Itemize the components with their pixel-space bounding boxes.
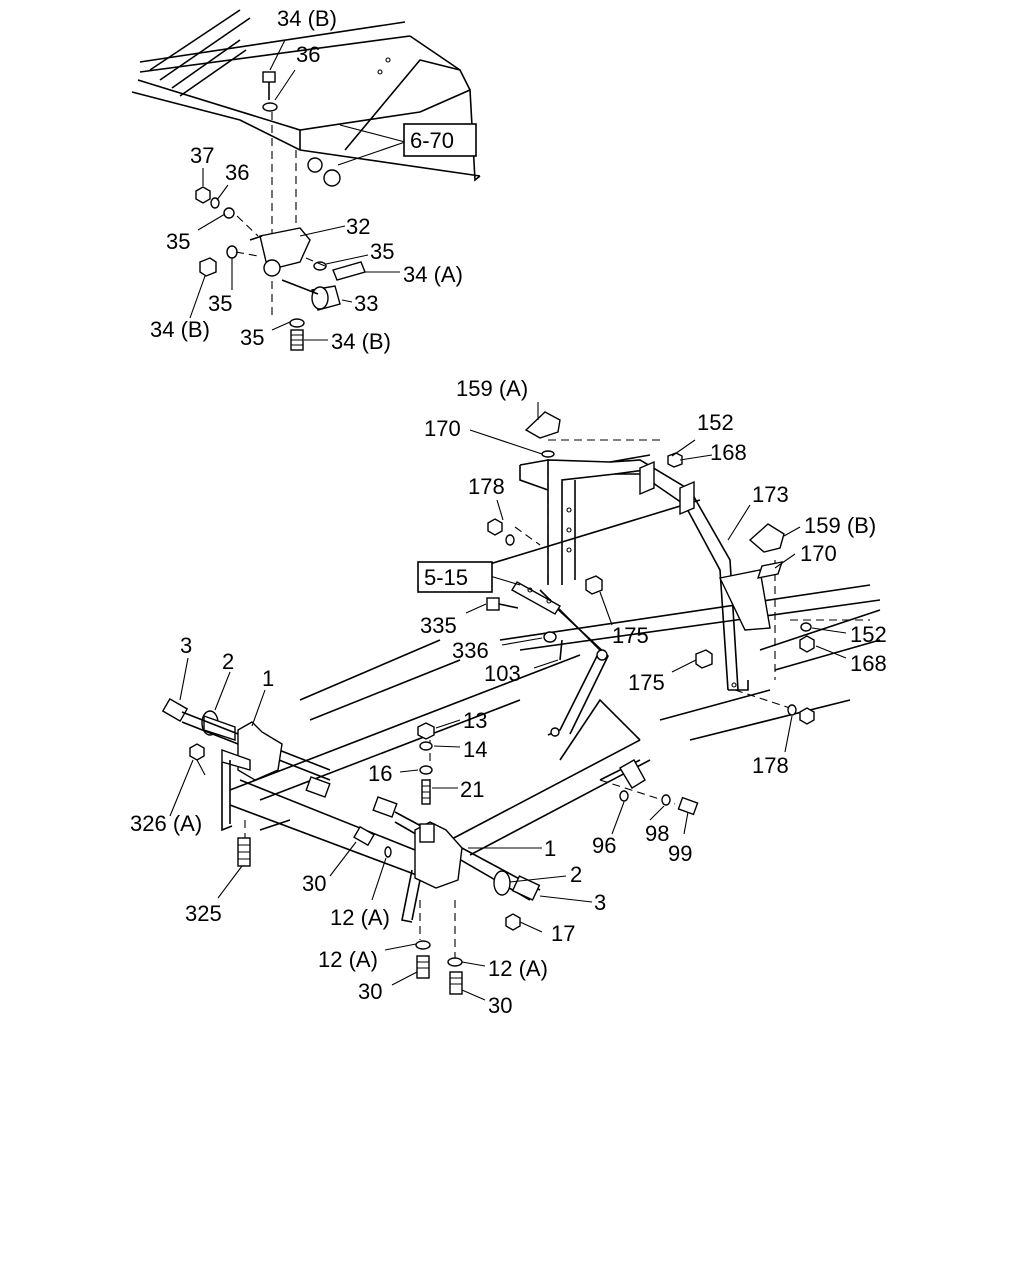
callout-label: 30 xyxy=(302,871,326,896)
callout-label: 12 (A) xyxy=(488,956,548,981)
callout-label: 159 (B) xyxy=(804,513,876,538)
callout-label: 173 xyxy=(752,482,789,507)
callout-label: 96 xyxy=(592,833,616,858)
callout-label: 336 xyxy=(452,638,489,663)
main-frame-assembly xyxy=(161,402,881,1001)
callout-label: 21 xyxy=(460,777,484,802)
ref-box-5-15: 5-15 xyxy=(417,561,493,593)
callout-label: 99 xyxy=(668,841,692,866)
callout-label: 152 xyxy=(697,410,734,435)
callout-label: 34 (A) xyxy=(403,262,463,287)
callout-label: 14 xyxy=(463,737,487,762)
callout-label: 12 (A) xyxy=(330,905,390,930)
callout-label: 178 xyxy=(468,474,505,499)
callout-label: 36 xyxy=(296,42,320,67)
callout-label: 16 xyxy=(368,761,392,786)
callout-label: 175 xyxy=(612,623,649,648)
callout-label: 98 xyxy=(645,821,669,846)
callout-label: 32 xyxy=(346,214,370,239)
callout-label: 35 xyxy=(240,325,264,350)
callout-labels: 34 (B) 36 37 36 35 32 35 34 (A) 35 33 34… xyxy=(130,6,887,1018)
callout-label: 35 xyxy=(166,229,190,254)
callout-label: 13 xyxy=(463,708,487,733)
callout-label: 335 xyxy=(420,613,457,638)
callout-label: 12 (A) xyxy=(318,947,378,972)
callout-label: 35 xyxy=(370,239,394,264)
callout-label: 152 xyxy=(850,622,887,647)
callout-label: 1 xyxy=(262,666,274,691)
callout-label: 168 xyxy=(710,440,747,465)
top-frame-assembly xyxy=(131,9,481,351)
callout-label: 30 xyxy=(358,979,382,1004)
callout-label: 170 xyxy=(800,541,837,566)
callout-label: 30 xyxy=(488,993,512,1018)
ref-box-6-70: 6-70 xyxy=(403,123,477,157)
callout-label: 3 xyxy=(594,890,606,915)
ref-label-5-15: 5-15 xyxy=(424,565,468,590)
callout-label: 1 xyxy=(544,836,556,861)
callout-label: 326 (A) xyxy=(130,811,202,836)
callout-label: 325 xyxy=(185,901,222,926)
callout-label: 103 xyxy=(484,661,521,686)
callout-label: 34 (B) xyxy=(150,317,210,342)
callout-label: 37 xyxy=(190,143,214,168)
callout-label: 17 xyxy=(551,921,575,946)
callout-label: 3 xyxy=(180,633,192,658)
callout-label: 168 xyxy=(850,651,887,676)
callout-label: 35 xyxy=(208,291,232,316)
callout-label: 2 xyxy=(222,649,234,674)
callout-label: 33 xyxy=(354,291,378,316)
callout-label: 34 (B) xyxy=(331,329,391,354)
ref-label-6-70: 6-70 xyxy=(410,128,454,153)
callout-label: 36 xyxy=(225,160,249,185)
callout-label: 175 xyxy=(628,670,665,695)
callout-label: 159 (A) xyxy=(456,376,528,401)
callout-label: 34 (B) xyxy=(277,6,337,31)
callout-label: 170 xyxy=(424,416,461,441)
callout-label: 178 xyxy=(752,753,789,778)
callout-label: 2 xyxy=(570,862,582,887)
